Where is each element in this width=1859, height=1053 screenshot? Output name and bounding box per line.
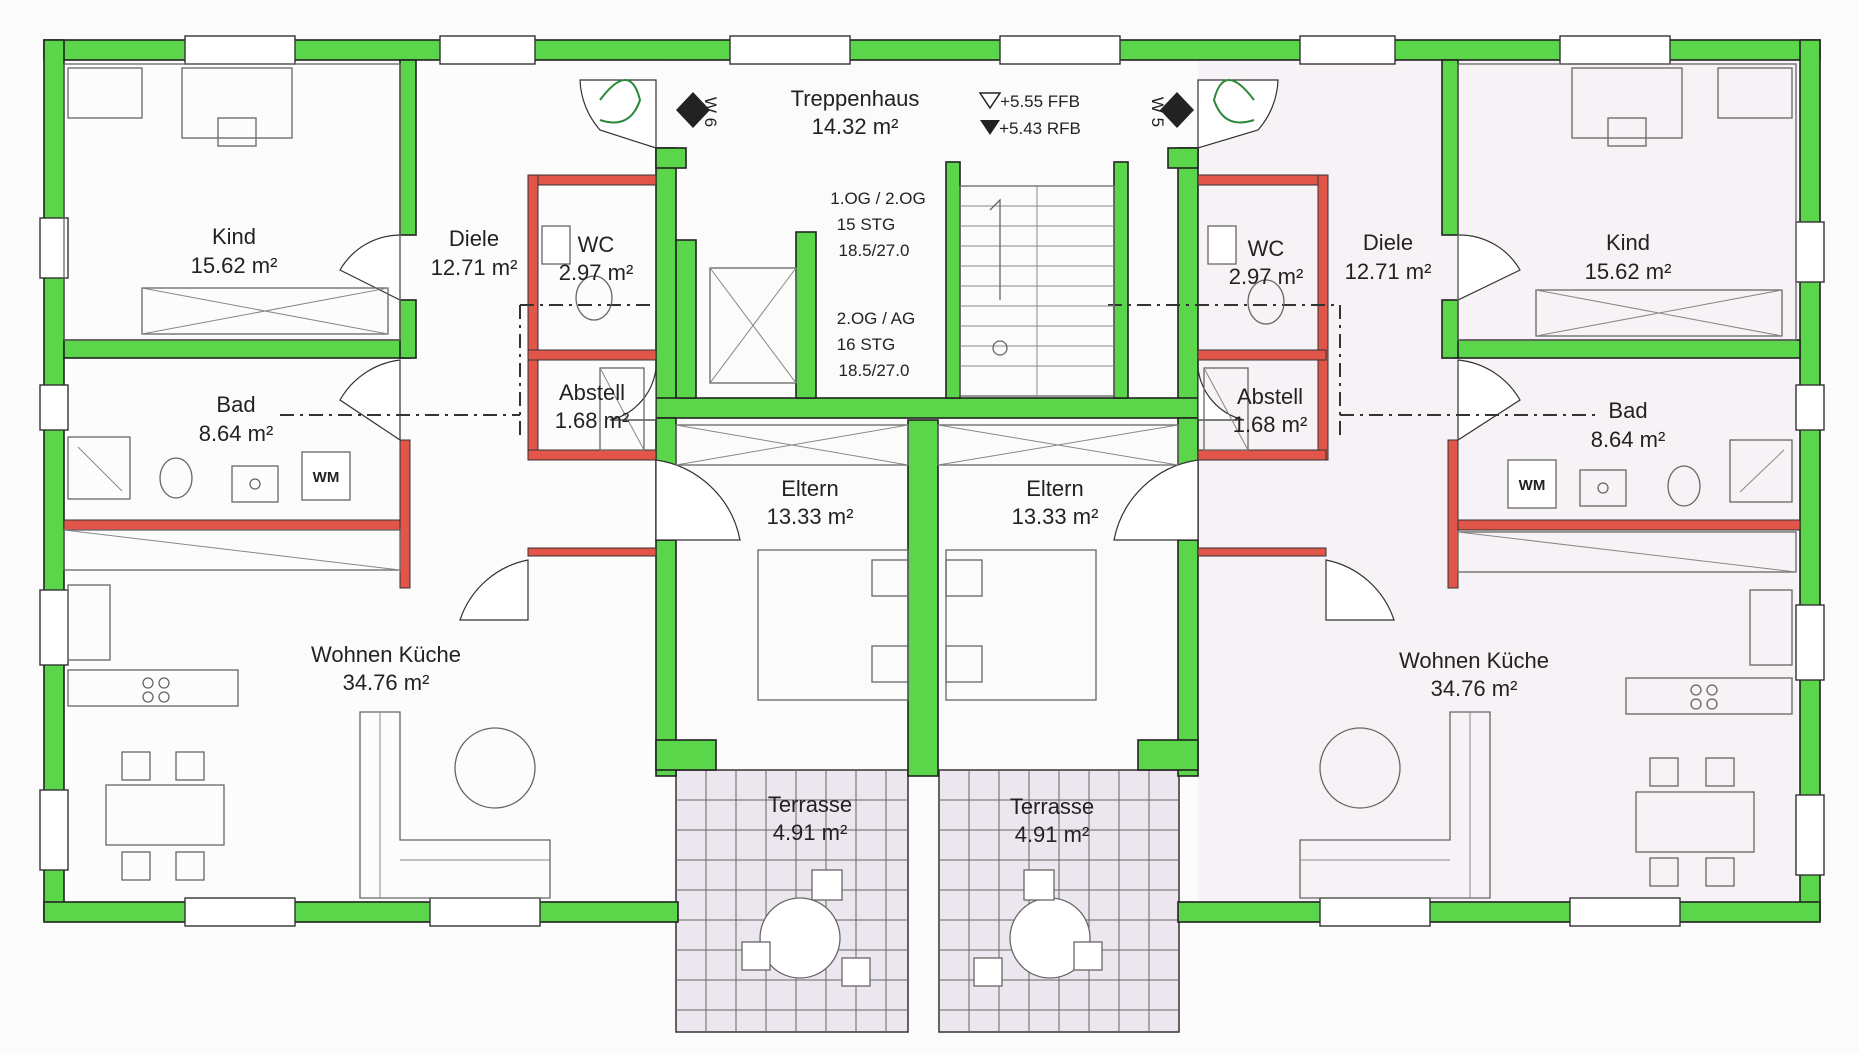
room-bad-left-name: Bad: [216, 392, 255, 417]
windows: [39, 35, 1825, 927]
room-diele-right-name: Diele: [1363, 230, 1413, 255]
room-abstell-right-area: 1.68 m²: [1233, 412, 1308, 437]
section-lines: [280, 304, 1600, 440]
door-swings: [339, 79, 1521, 621]
window-tag-left: W 6: [701, 97, 720, 127]
room-bad-right-area: 8.64 m²: [1591, 427, 1666, 452]
room-bad-left-area: 8.64 m²: [199, 421, 274, 446]
stairwell-name: Treppenhaus: [791, 86, 920, 111]
room-abstell-left-area: 1.68 m²: [555, 408, 630, 433]
room-wc-right-name: WC: [1248, 236, 1285, 261]
elevator-shaft: [709, 267, 797, 384]
room-wohnen-right-name: Wohnen Küche: [1399, 648, 1549, 673]
stairwell-area: 14.32 m²: [812, 114, 899, 139]
flight2-levels: 2.OG / AG: [837, 309, 915, 328]
level-markers: [978, 92, 1002, 135]
window-tag-left-icon: [676, 92, 710, 128]
room-bad-right-name: Bad: [1608, 398, 1647, 423]
level-rfb: +5.43 RFB: [999, 119, 1081, 138]
washer-label: WM: [1519, 477, 1546, 494]
room-terrasse-right-name: Terrasse: [1010, 794, 1094, 819]
room-kind-left-name: Kind: [212, 224, 256, 249]
room-diele-left-area: 12.71 m²: [431, 255, 518, 280]
flight2-steps: 16 STG: [837, 335, 896, 354]
flight1-steps: 15 STG: [837, 215, 896, 234]
room-kind-right-name: Kind: [1606, 230, 1650, 255]
flight2-ratio: 18.5/27.0: [839, 361, 910, 380]
room-terrasse-right-area: 4.91 m²: [1015, 822, 1090, 847]
room-eltern-left-area: 13.33 m²: [767, 504, 854, 529]
washer-label: WM: [313, 469, 340, 486]
room-terrasse-left-area: 4.91 m²: [773, 820, 848, 845]
terrace-left-tiles: [676, 770, 908, 1032]
interior-right: [1198, 60, 1798, 920]
room-diele-left-name: Diele: [449, 226, 499, 251]
rfb-triangle-icon: [980, 120, 1000, 135]
partition-walls: [63, 174, 1801, 589]
room-abstell-left-name: Abstell: [559, 380, 625, 405]
flight1-ratio: 18.5/27.0: [839, 241, 910, 260]
roof-hatch-left-icon: [599, 79, 642, 124]
room-kind-left-area: 15.62 m²: [191, 253, 278, 278]
room-kind-right-area: 15.62 m²: [1585, 259, 1672, 284]
room-wc-right-area: 2.97 m²: [1229, 264, 1304, 289]
room-eltern-right-area: 13.33 m²: [1012, 504, 1099, 529]
window-tag-right-icon: [1160, 92, 1194, 128]
window-tag-right: W 5: [1148, 97, 1167, 127]
room-terrasse-left-name: Terrasse: [768, 792, 852, 817]
room-abstell-right-name: Abstell: [1237, 384, 1303, 409]
level-ffb: +5.55 FFB: [1000, 92, 1080, 111]
interior-left: [62, 60, 662, 900]
room-eltern-left-name: Eltern: [781, 476, 838, 501]
flight1-levels: 1.OG / 2.OG: [830, 189, 925, 208]
furniture-left: WM: [63, 63, 909, 987]
staircase: [959, 185, 1115, 397]
room-diele-right-area: 12.71 m²: [1345, 259, 1432, 284]
interior-walls: [63, 59, 1801, 771]
room-wohnen-left-area: 34.76 m²: [343, 670, 430, 695]
room-eltern-right-name: Eltern: [1026, 476, 1083, 501]
room-wc-left-name: WC: [578, 232, 615, 257]
terrace-right-tiles: [939, 770, 1179, 1032]
room-wohnen-right-area: 34.76 m²: [1431, 676, 1518, 701]
room-wohnen-left-name: Wohnen Küche: [311, 642, 461, 667]
ffb-triangle-icon: [978, 92, 1002, 110]
room-wc-left-area: 2.97 m²: [559, 260, 634, 285]
roof-hatch-right-icon: [1212, 79, 1255, 124]
furniture-right: WM: [937, 63, 1797, 987]
